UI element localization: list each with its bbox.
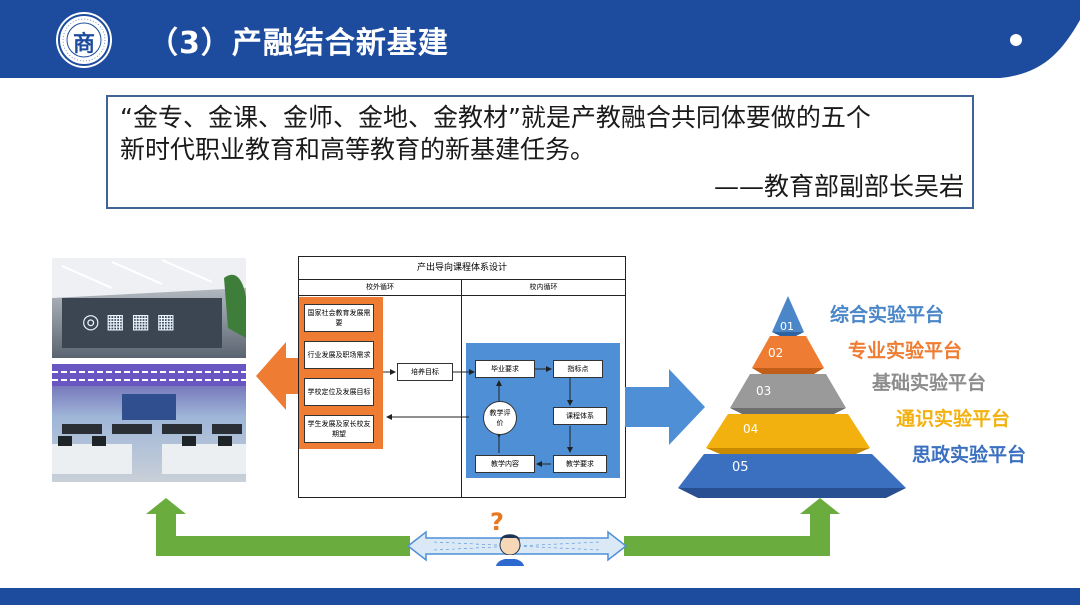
quote-line-2: 新时代职业教育和高等教育的新基建任务。 bbox=[120, 135, 596, 164]
pyramid-num-4: 04 bbox=[743, 422, 759, 436]
university-logo: 商 bbox=[56, 12, 112, 68]
pyramid-label-1: 综合实验平台 bbox=[830, 304, 945, 326]
pyramid-chart bbox=[678, 296, 906, 498]
person-icon bbox=[496, 534, 524, 566]
right-arrow-icon bbox=[625, 369, 705, 445]
photo-lobby-sign: ◎ ▦ ▦ ▦ bbox=[52, 258, 246, 358]
question-mark-icon: ? bbox=[490, 508, 504, 536]
teaching-eval-circle: 教学评价 bbox=[483, 401, 517, 435]
training-goal-box: 培养目标 bbox=[397, 363, 453, 381]
diagram-divider bbox=[461, 295, 462, 497]
pyramid-num-2: 02 bbox=[768, 346, 784, 360]
header-bar: 商 （3）产融结合新基建 bbox=[0, 0, 1080, 80]
course-design-diagram: 产出导向课程体系设计 校外循环 校内循环 国家社会教育发展需要 行业发展及职场需… bbox=[298, 256, 626, 498]
outer-item-2: 行业发展及职场需求 bbox=[304, 341, 374, 369]
photo-computer-lab bbox=[52, 364, 246, 482]
pyramid-label-5: 思政实验平台 bbox=[912, 444, 1027, 466]
quote-attribution: ——教育部副部长吴岩 bbox=[713, 172, 964, 201]
diagram-title: 产出导向课程体系设计 bbox=[299, 257, 625, 280]
pyramid-num-3: 03 bbox=[756, 384, 772, 398]
graduation-req-box: 毕业要求 bbox=[475, 360, 535, 378]
footer-bar bbox=[0, 588, 1080, 605]
outer-item-3: 学校定位及发展目标 bbox=[304, 378, 374, 406]
logo-char: 商 bbox=[72, 32, 95, 57]
teaching-content-box: 教学内容 bbox=[475, 455, 535, 473]
pyramid-label-4: 通识实验平台 bbox=[896, 408, 1011, 430]
diagram-left-header: 校外循环 bbox=[299, 279, 462, 296]
diagram-right-header: 校内循环 bbox=[462, 279, 625, 296]
quote-box: “金专、金课、金师、金地、金教材”就是产教融合共同体要做的五个 新时代职业教育和… bbox=[106, 95, 974, 209]
pyramid-num-1: 01 bbox=[780, 320, 794, 333]
logo-seal-icon bbox=[58, 14, 110, 66]
pyramid-num-5: 05 bbox=[732, 460, 749, 475]
outer-item-4: 学生发展及家长校友期望 bbox=[304, 415, 374, 443]
pyramid-label-3: 基础实验平台 bbox=[872, 372, 987, 394]
svg-text:◎ ▦ ▦ ▦: ◎ ▦ ▦ ▦ bbox=[82, 309, 175, 333]
header-background bbox=[0, 0, 1080, 78]
quote-line-1: “金专、金课、金师、金地、金教材”就是产教融合共同体要做的五个 bbox=[120, 103, 871, 132]
pyramid-label-2: 专业实验平台 bbox=[848, 340, 963, 362]
indicator-box: 指标点 bbox=[553, 360, 603, 378]
outer-item-1: 国家社会教育发展需要 bbox=[304, 304, 374, 332]
curriculum-box: 课程体系 bbox=[553, 407, 607, 425]
page-title: （3）产融结合新基建 bbox=[148, 26, 449, 61]
teaching-req-box: 教学要求 bbox=[553, 455, 607, 473]
